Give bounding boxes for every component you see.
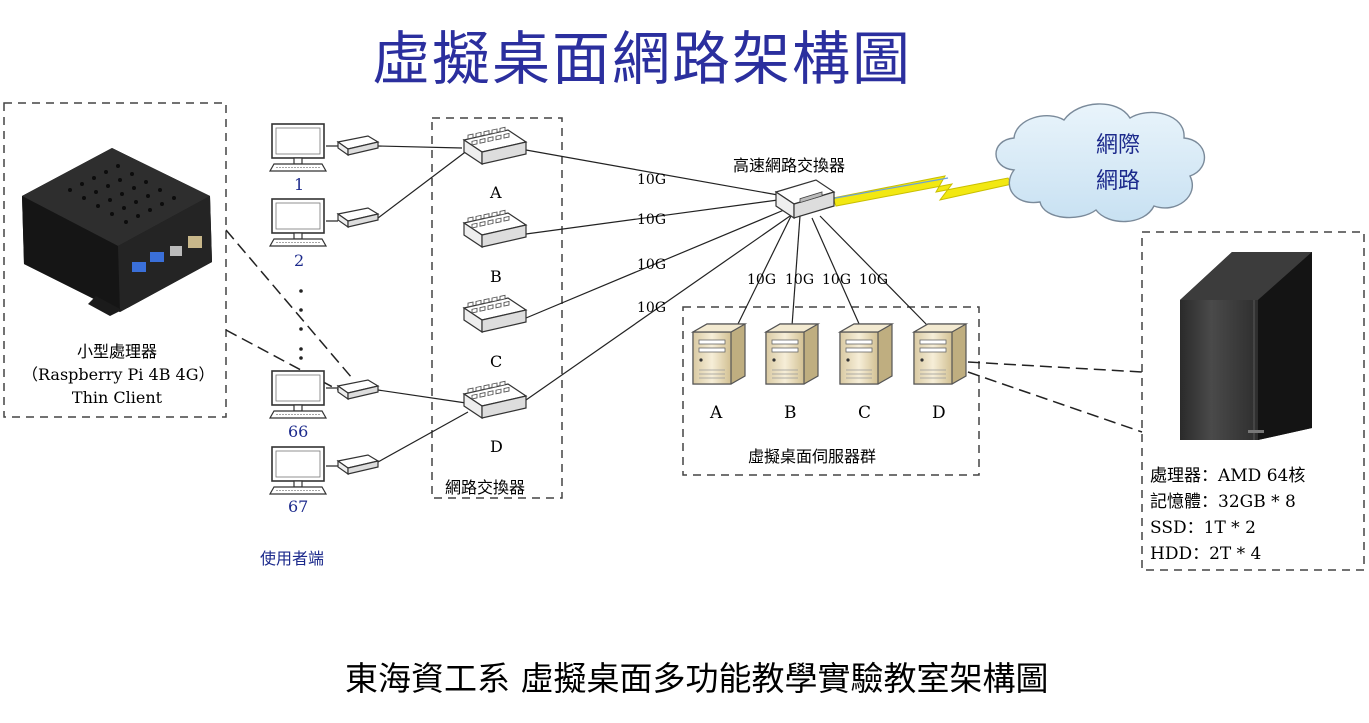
link-speed-label: 10G [637, 172, 666, 188]
switch-label: A [490, 183, 502, 202]
uplink-line [829, 177, 949, 200]
link-speed-label: 10G [785, 272, 814, 288]
client-label: 2 [294, 251, 305, 270]
switch-group-label: 網路交換器 [445, 478, 526, 497]
server-label: C [858, 403, 872, 423]
client-monitor-icon [269, 370, 327, 419]
internet-cloud-icon [995, 103, 1206, 223]
switch-icon [463, 294, 527, 333]
server-links [736, 213, 929, 327]
client-group-label: 使用者端 [260, 549, 325, 568]
client-monitor-icon [269, 446, 327, 495]
core-switch-icon [774, 179, 836, 220]
server-icon [692, 323, 746, 385]
spec-line: HDD：2T * 4 [1150, 544, 1262, 564]
client-links [326, 145, 469, 467]
internet-label-line: 網際 [1096, 133, 1141, 158]
server-specs: 處理器：AMD 64核 記憶體：32GB * 8 SSD：1T * 2 HDD：… [1150, 463, 1305, 567]
thin-client-label-line: （Raspberry Pi 4B 4G） [22, 365, 215, 384]
thin-client-label-line: 小型處理器 [76, 342, 157, 361]
thin-client-label-line: Thin Client [71, 388, 163, 407]
server-group-border [682, 306, 980, 476]
server-icon [765, 323, 819, 385]
client-monitor-icon [269, 123, 327, 172]
client-monitor-icon [269, 198, 327, 247]
client-label: 67 [288, 497, 309, 516]
thin-client-group-border [3, 102, 227, 418]
link-speed-label: 10G [747, 272, 776, 288]
thin-client-box-icon [337, 454, 379, 475]
spec-line: 處理器：AMD 64核 [1150, 466, 1306, 486]
server-icon [913, 323, 967, 385]
thin-client-box-icon [337, 379, 379, 400]
switch-label: B [490, 267, 502, 286]
raspberry-pi-case-icon [22, 148, 212, 316]
link-speed-label: 10G [637, 300, 666, 316]
link-speed-label: 10G [637, 257, 666, 273]
callout-line [225, 229, 353, 379]
spec-line: SSD：1T * 2 [1150, 518, 1256, 538]
link-speed-label: 10G [822, 272, 851, 288]
thin-client-box-icon [337, 207, 379, 228]
internet-label: 網際 網路 [1096, 128, 1140, 200]
client-label: 66 [288, 422, 309, 441]
thin-client-label: 小型處理器 （Raspberry Pi 4B 4G） Thin Client [22, 340, 215, 409]
callout-line [967, 371, 1143, 433]
client-label: 1 [294, 175, 305, 194]
switch-label: C [490, 352, 503, 371]
callout-line [967, 361, 1143, 373]
server-label: D [932, 403, 946, 423]
lightning-icon [832, 175, 1013, 207]
page-title: 虛擬桌面網路架構圖 [372, 25, 913, 93]
internet-label-line: 網路 [1096, 169, 1141, 194]
uplinks [525, 149, 791, 401]
switch-icon [463, 126, 527, 165]
link-speed-label: 10G [637, 212, 666, 228]
thin-client-box-icon [337, 135, 379, 156]
page-subtitle: 東海資工系 虛擬桌面多功能教學實驗教室架構圖 [345, 659, 1049, 698]
server-icon [839, 323, 893, 385]
server-label: A [710, 403, 723, 423]
switch-icon [463, 380, 527, 419]
switch-icon [463, 209, 527, 248]
server-group-label: 虛擬桌面伺服器群 [748, 447, 877, 466]
server-label: B [784, 403, 797, 423]
server-tower-icon [1180, 252, 1312, 440]
spec-line: 記憶體：32GB * 8 [1150, 492, 1296, 512]
switch-group-border [431, 117, 563, 499]
core-switch-label: 高速網路交換器 [733, 156, 846, 175]
link-speed-label: 10G [859, 272, 888, 288]
switch-label: D [490, 437, 503, 456]
ellipsis-dots [299, 289, 303, 360]
